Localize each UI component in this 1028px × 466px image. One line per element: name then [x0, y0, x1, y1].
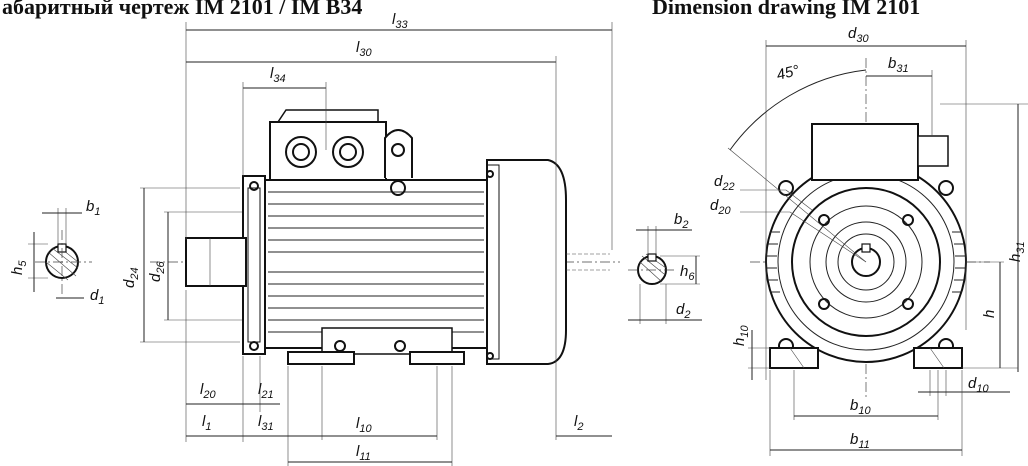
- label-d1: d1: [90, 287, 104, 307]
- label-l33: l33: [392, 11, 408, 31]
- label-d2: d2: [676, 301, 690, 321]
- label-d30: d30: [848, 25, 869, 45]
- motor-side-view: l33 l30 l34 d24 d26 l20 l21: [121, 11, 620, 466]
- label-b1: b1: [86, 198, 100, 218]
- label-d20: d20: [710, 197, 731, 217]
- label-l10: l10: [356, 415, 372, 435]
- label-l11: l11: [356, 443, 371, 463]
- label-l2: l2: [574, 413, 583, 433]
- label-b11: b11: [850, 431, 870, 451]
- shaft-section-left: b1 h5 d1: [9, 198, 104, 307]
- label-d22: d22: [714, 173, 735, 193]
- title-left: абаритный чертеж IM 2101 / IM B34: [2, 0, 362, 19]
- label-b2: b2: [674, 211, 688, 231]
- label-h5: h5: [9, 260, 29, 275]
- label-b10: b10: [850, 397, 871, 417]
- label-angle-45: 45°: [775, 62, 801, 84]
- label-h31: h31: [1007, 241, 1027, 262]
- title-right: Dimension drawing IM 2101: [652, 0, 920, 19]
- label-d24: d24: [121, 267, 141, 288]
- label-l34: l34: [270, 65, 286, 85]
- label-b31: b31: [888, 55, 909, 75]
- label-l1: l1: [202, 413, 211, 433]
- label-d26: d26: [147, 261, 167, 282]
- label-d10: d10: [968, 375, 989, 395]
- label-h6: h6: [680, 263, 695, 283]
- label-l31: l31: [258, 413, 274, 433]
- label-h: h: [981, 310, 998, 318]
- front-fins: [767, 231, 965, 293]
- label-l21: l21: [258, 381, 274, 401]
- terminal-box: [269, 109, 387, 181]
- label-h10: h10: [731, 325, 751, 346]
- label-l20: l20: [200, 381, 216, 401]
- shaft-section-right: b2 h6 d2: [628, 211, 702, 324]
- motor-front-view: d30 b31 45° d22 d20 h31 h h10 b10: [710, 25, 1028, 456]
- label-l30: l30: [356, 39, 372, 59]
